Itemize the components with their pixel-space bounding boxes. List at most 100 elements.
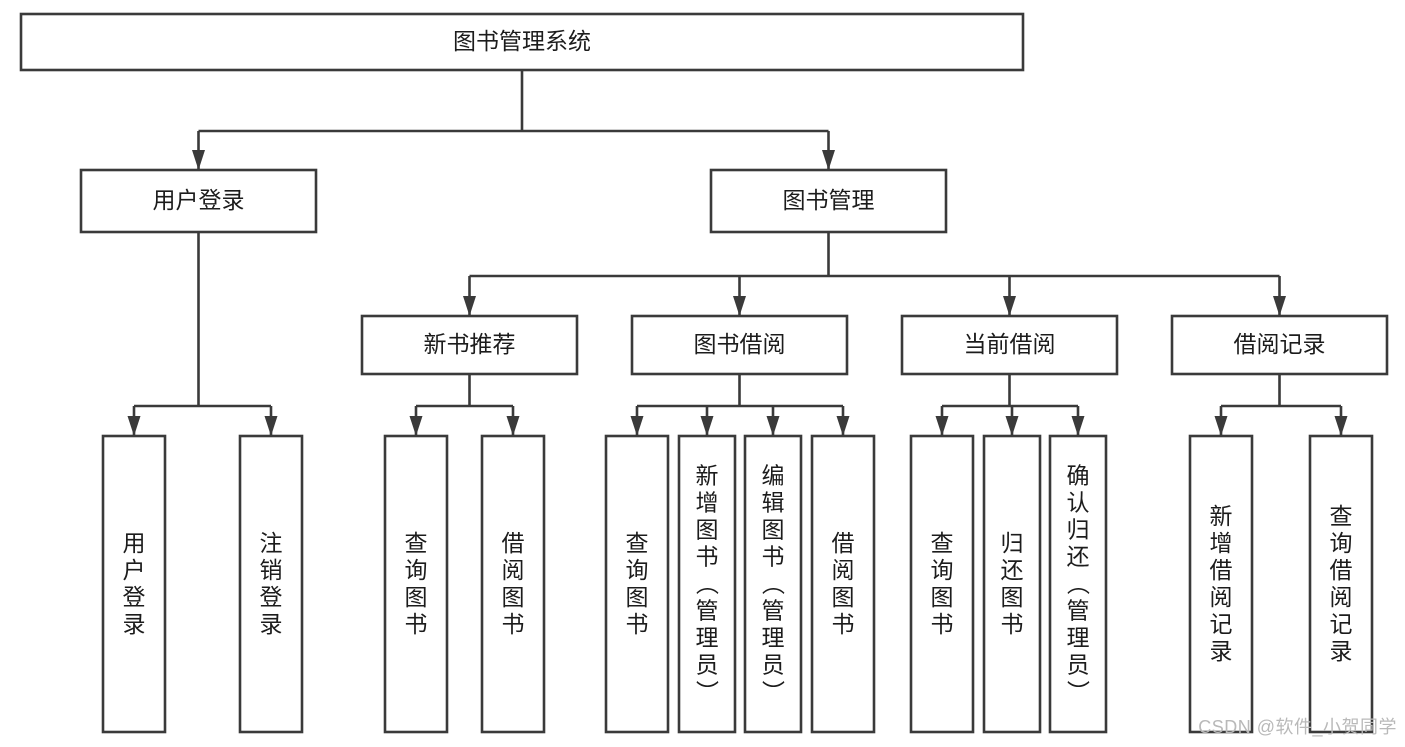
svg-text:注: 注	[260, 530, 283, 556]
svg-text:图: 图	[1001, 584, 1024, 610]
svg-text:（: （	[694, 572, 720, 595]
edge-arrow-icon	[1334, 416, 1348, 436]
node-box-leaf-add-record[interactable]	[1188, 434, 1254, 734]
svg-text:新: 新	[696, 463, 719, 489]
edge-arrow-icon	[127, 416, 141, 436]
edge-arrow-icon	[733, 296, 746, 316]
svg-text:户: 户	[123, 557, 146, 583]
svg-text:（: （	[1065, 572, 1091, 595]
svg-text:）: ）	[694, 680, 720, 703]
svg-text:管: 管	[1067, 598, 1090, 624]
node-box-login[interactable]	[79, 168, 318, 234]
svg-text:书: 书	[696, 544, 719, 570]
svg-text:书: 书	[405, 611, 428, 637]
node-label-newbook: 新书推荐	[424, 331, 516, 357]
svg-text:编: 编	[762, 463, 785, 489]
svg-text:）: ）	[1065, 680, 1091, 703]
node-box-leaf-return-book[interactable]	[982, 434, 1042, 734]
edge-arrow-icon	[1273, 296, 1286, 316]
edge-arrow-icon	[1003, 296, 1016, 316]
node-box-leaf-edit-book[interactable]	[743, 434, 803, 734]
edge-arrow-icon	[409, 416, 423, 436]
svg-text:阅: 阅	[1330, 584, 1353, 610]
node-box-leaf-query-record[interactable]	[1308, 434, 1374, 734]
svg-text:图: 图	[502, 584, 525, 610]
node-label-records: 借阅记录	[1234, 331, 1326, 357]
node-box-leaf-query-book-1[interactable]	[383, 434, 449, 734]
svg-text:归: 归	[1067, 517, 1090, 543]
svg-text:）: ）	[760, 680, 786, 703]
svg-text:查: 查	[626, 530, 649, 556]
node-label-leaf-user-login: 用户登录	[123, 530, 146, 637]
svg-text:辑: 辑	[762, 490, 785, 516]
svg-text:还: 还	[1067, 544, 1090, 570]
node-box-leaf-user-logout[interactable]	[238, 434, 304, 734]
svg-text:询: 询	[626, 557, 649, 583]
svg-text:管: 管	[696, 598, 719, 624]
svg-text:图: 图	[696, 517, 719, 543]
node-label-current: 当前借阅	[964, 331, 1056, 357]
svg-text:查: 查	[931, 530, 954, 556]
svg-text:查: 查	[405, 530, 428, 556]
svg-text:理: 理	[762, 625, 785, 651]
svg-text:理: 理	[1067, 625, 1090, 651]
svg-text:销: 销	[260, 557, 283, 583]
svg-text:阅: 阅	[1210, 584, 1233, 610]
node-box-leaf-borrow-book-1[interactable]	[480, 434, 546, 734]
node-box-borrow[interactable]	[630, 314, 849, 376]
node-box-records[interactable]	[1170, 314, 1389, 376]
svg-text:图: 图	[405, 584, 428, 610]
node-box-root[interactable]	[19, 12, 1025, 72]
svg-text:询: 询	[405, 557, 428, 583]
edge-arrow-icon	[935, 416, 949, 436]
svg-text:理: 理	[696, 625, 719, 651]
svg-text:借: 借	[1330, 557, 1353, 583]
svg-text:录: 录	[123, 611, 146, 637]
node-box-current[interactable]	[900, 314, 1119, 376]
svg-text:认: 认	[1067, 490, 1090, 516]
node-label-bookmgmt: 图书管理	[783, 187, 875, 213]
edge-arrow-icon	[1071, 416, 1085, 436]
node-box-leaf-add-book[interactable]	[677, 434, 737, 734]
svg-text:增: 增	[696, 490, 719, 516]
node-box-leaf-query-book-2[interactable]	[604, 434, 670, 734]
svg-text:录: 录	[1330, 638, 1353, 664]
svg-text:记: 记	[1210, 611, 1233, 637]
node-box-bookmgmt[interactable]	[709, 168, 948, 234]
svg-text:书: 书	[931, 611, 954, 637]
svg-text:录: 录	[1210, 638, 1233, 664]
svg-text:书: 书	[832, 611, 855, 637]
svg-text:（: （	[760, 572, 786, 595]
edge-arrow-icon	[630, 416, 644, 436]
svg-text:录: 录	[260, 611, 283, 637]
svg-text:阅: 阅	[502, 557, 525, 583]
node-box-leaf-confirm-return[interactable]	[1048, 434, 1108, 734]
edge-arrow-icon	[766, 416, 780, 436]
svg-text:图: 图	[931, 584, 954, 610]
svg-text:新: 新	[1210, 503, 1233, 529]
svg-text:图: 图	[626, 584, 649, 610]
svg-text:员: 员	[762, 652, 785, 678]
node-box-newbook[interactable]	[360, 314, 579, 376]
svg-text:阅: 阅	[832, 557, 855, 583]
svg-text:借: 借	[832, 530, 855, 556]
svg-text:增: 增	[1210, 530, 1233, 556]
svg-text:借: 借	[502, 530, 525, 556]
node-box-leaf-user-login[interactable]	[101, 434, 167, 734]
node-label-root: 图书管理系统	[453, 28, 591, 54]
node-box-leaf-query-book-3[interactable]	[909, 434, 975, 734]
node-box-leaf-borrow-book-2[interactable]	[810, 434, 876, 734]
